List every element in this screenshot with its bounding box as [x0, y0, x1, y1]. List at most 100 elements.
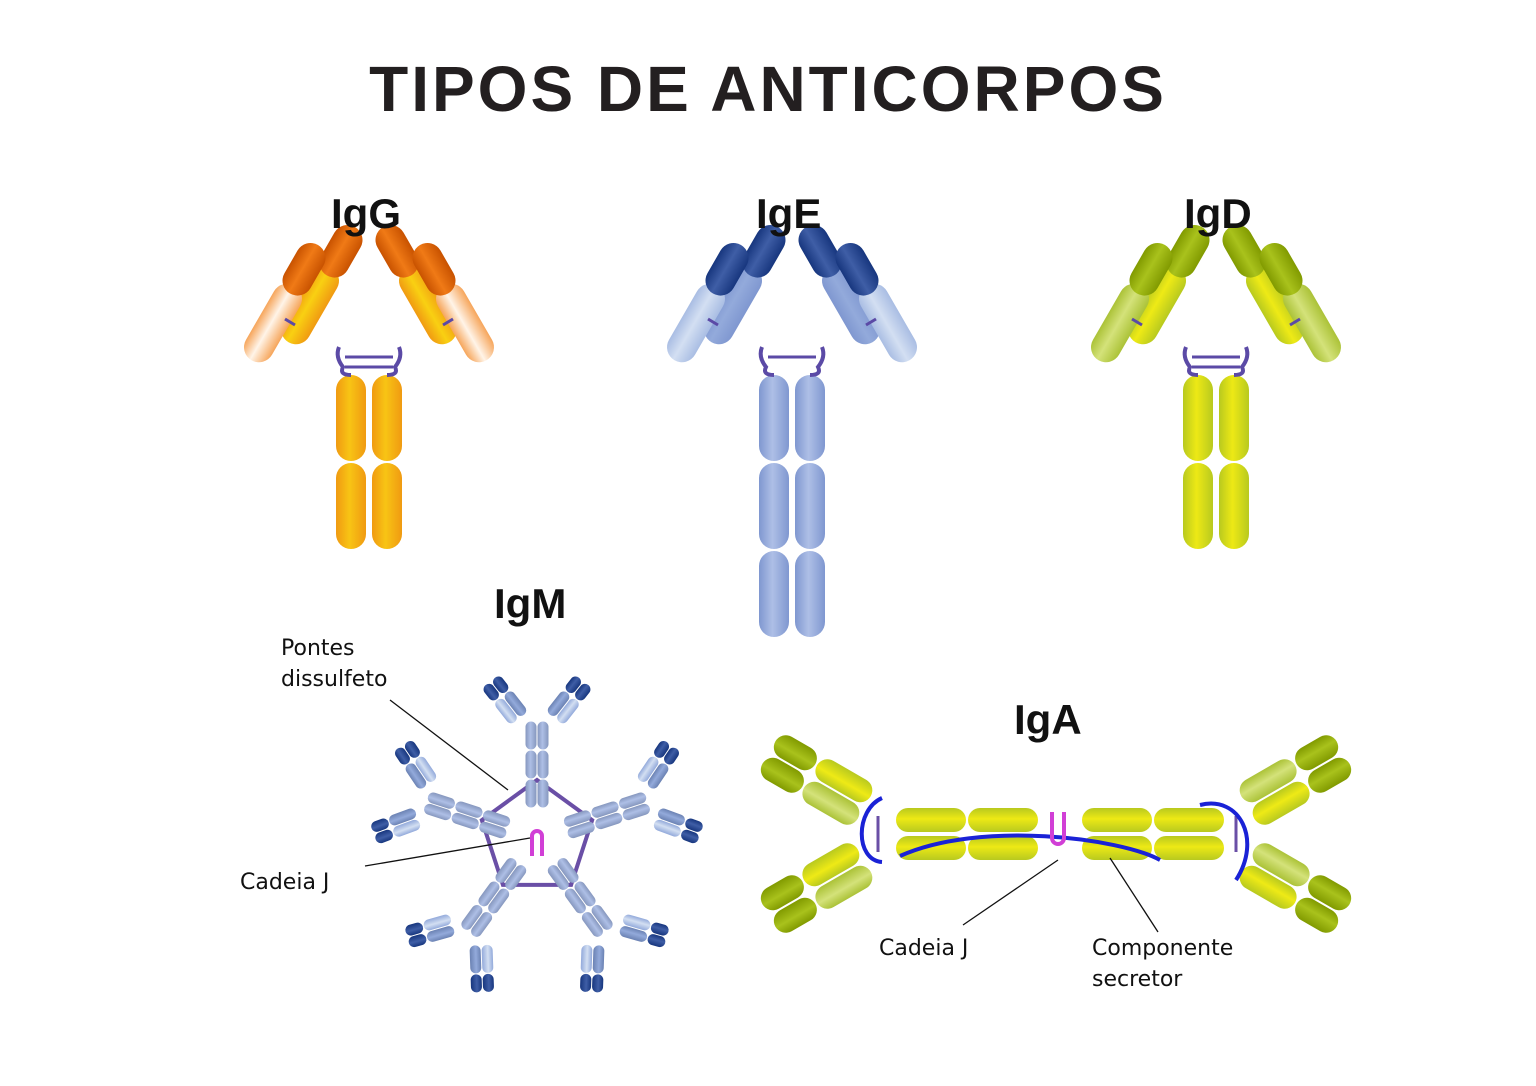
heavy-chain-constant-domain: [795, 551, 825, 637]
variable-domain-tip: [580, 973, 592, 992]
variable-domain-tip: [592, 974, 604, 993]
variable-domain-tip: [375, 829, 393, 844]
secretory-component: [859, 796, 1250, 882]
heavy-chain-constant-domain: [557, 858, 579, 883]
ige-label: IgE: [756, 190, 822, 237]
hinge-bridge: [386, 346, 403, 377]
heavy-chain-variable-domain: [822, 265, 880, 345]
hinge-bridge: [1182, 346, 1199, 377]
variable-domain-tip: [319, 225, 363, 278]
heavy-chain-constant-domain: [479, 821, 507, 839]
light-chain-constant-domain: [667, 283, 725, 363]
heavy-chain-constant-domain: [574, 881, 596, 907]
heavy-chain-constant-domain: [537, 779, 549, 808]
iga-j-chain-annotation: Cadeia J: [879, 936, 969, 961]
variable-domain-tip: [650, 922, 669, 936]
heavy-chain-constant-domain: [1219, 463, 1249, 549]
heavy-chain-variable-domain: [657, 808, 685, 826]
heavy-chain-constant-domain: [567, 821, 595, 839]
heavy-chain-constant-domain: [461, 905, 483, 930]
igm-pentamer: [371, 676, 703, 993]
light-chain-domain: [637, 756, 659, 782]
variable-domain-tip: [412, 243, 456, 296]
heavy-chain-variable-domain: [389, 808, 417, 826]
light-chain-domain: [495, 698, 517, 724]
variable-domain-tip: [483, 683, 499, 701]
disulfide-bridges-leader: [389, 699, 509, 791]
variable-domain-tip: [575, 683, 591, 701]
disulfide-bond: [284, 317, 296, 327]
heavy-chain-variable-domain: [815, 759, 873, 803]
heavy-chain-constant-domain: [591, 905, 613, 930]
heavy-chain-constant-domain: [372, 375, 402, 461]
heavy-chain-constant-domain: [424, 803, 452, 821]
heavy-chain-constant-domain: [455, 801, 483, 818]
variable-domain-tip: [1129, 243, 1173, 296]
j-chain: [1050, 812, 1066, 846]
heavy-chain-constant-domain: [471, 912, 493, 937]
igg-antibody: [244, 225, 494, 549]
variable-domain-tip: [647, 934, 666, 948]
heavy-chain-constant-domain: [537, 721, 549, 750]
heavy-chain-constant-domain: [505, 865, 527, 890]
light-chain-constant-domain: [859, 283, 917, 363]
variable-domain-tip: [760, 875, 804, 911]
heavy-chain-constant-domain: [478, 881, 500, 907]
variable-domain-tip: [798, 225, 842, 278]
heavy-chain-constant-domain: [1183, 375, 1213, 461]
igm-j-chain-leader: [364, 837, 531, 867]
heavy-chain-variable-domain: [592, 945, 605, 974]
secretory-component-leader: [1109, 857, 1159, 933]
heavy-chain-constant-domain: [563, 810, 592, 827]
heavy-chain-constant-domain: [795, 463, 825, 549]
page-title: TIPOS DE ANTICORPOS: [369, 53, 1167, 125]
variable-domain-tip: [760, 757, 804, 793]
variable-domain-tip: [1166, 225, 1210, 278]
igd-antibody: [1091, 225, 1341, 549]
igm-disulfide-bridges-annotation: Pontes dissulfeto: [281, 636, 388, 692]
heavy-chain-constant-domain: [1154, 836, 1224, 860]
heavy-chain-constant-domain: [759, 551, 789, 637]
disulfide-bond: [707, 317, 719, 327]
heavy-chain-constant-domain: [968, 808, 1038, 832]
heavy-chain-constant-domain: [795, 375, 825, 461]
heavy-chain-constant-domain: [968, 836, 1038, 860]
heavy-chain-constant-domain: [759, 463, 789, 549]
light-chain-domain: [481, 944, 494, 973]
light-chain-domain: [393, 819, 421, 837]
heavy-chain-variable-domain: [1246, 265, 1304, 345]
heavy-chain-constant-domain: [525, 779, 537, 808]
heavy-chain-variable-domain: [619, 926, 648, 942]
heavy-chain-constant-domain: [581, 912, 603, 937]
hinge-bridge: [335, 346, 352, 377]
variable-domain-tip: [773, 897, 817, 933]
heavy-chain-variable-domain: [426, 926, 455, 942]
variable-domain-tip: [1308, 757, 1352, 793]
heavy-chain-variable-domain: [704, 265, 762, 345]
heavy-chain-constant-domain: [336, 463, 366, 549]
heavy-chain-constant-domain: [537, 750, 549, 779]
heavy-chain-constant-domain: [427, 792, 455, 809]
heavy-chain-constant-domain: [1219, 375, 1249, 461]
light-chain-constant-domain: [1283, 283, 1341, 363]
heavy-chain-variable-domain: [1252, 781, 1310, 825]
heavy-chain-variable-domain: [547, 691, 570, 716]
heavy-chain-constant-domain: [482, 810, 511, 827]
light-chain-domain: [1239, 759, 1297, 803]
variable-domain-tip: [1295, 735, 1339, 771]
variable-domain-tip: [1308, 875, 1352, 911]
light-chain-domain: [557, 698, 579, 724]
heavy-chain-constant-domain: [1183, 463, 1213, 549]
light-chain-domain: [423, 914, 451, 931]
variable-domain-tip: [664, 747, 679, 765]
ige-antibody: [667, 225, 917, 637]
heavy-chain-variable-domain: [281, 265, 339, 345]
variable-domain-tip: [405, 922, 424, 936]
heavy-chain-constant-domain: [525, 750, 537, 779]
hinge-bridge: [758, 346, 775, 377]
variable-domain-tip: [773, 735, 817, 771]
igd-label: IgD: [1184, 190, 1252, 237]
annotation-leader-lines: [364, 699, 1159, 933]
heavy-chain-constant-domain: [619, 792, 647, 809]
light-chain-constant-domain: [1091, 283, 1149, 363]
